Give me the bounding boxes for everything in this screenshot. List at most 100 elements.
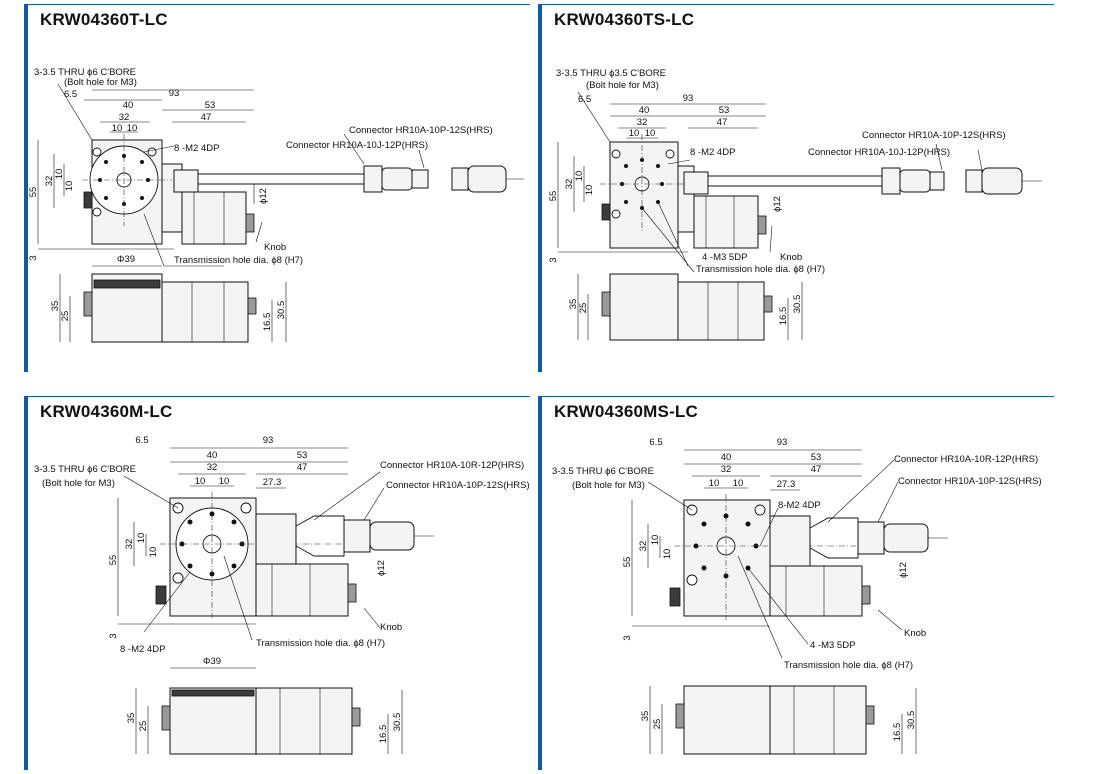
label-m3: 4 -M3 5DP	[702, 252, 747, 263]
label-bore: 3-3.5 THRU ϕ3.5 C'BORE	[556, 68, 666, 79]
dim-16-5: 16.5	[778, 307, 789, 326]
label-bore: 3-3.5 THRU ϕ6 C'BORE	[34, 67, 136, 78]
panel-title: KRW04360M-LC	[40, 402, 173, 421]
dim-25: 25	[652, 719, 663, 730]
dim-3: 3	[622, 635, 633, 640]
dim-40: 40	[123, 100, 134, 111]
dim-v32: 32	[638, 541, 649, 552]
drawing-krw04360ms-lc: 6.5 93 40 53 32 47 10 10 27.3 8-M2 4DP 3…	[552, 437, 1042, 755]
dim-3: 3	[108, 633, 119, 638]
panel-accent-bar	[24, 396, 28, 770]
top-view: 3-3.5 THRU ϕ3.5 C'BORE (Bolt hole for M3…	[548, 68, 1042, 275]
label-knob: Knob	[264, 242, 286, 253]
dim-93: 93	[777, 437, 788, 448]
dim-55: 55	[548, 191, 559, 202]
top-view: 6.5 93 40 53 32 47 10 10 27.3 8-M2 4DP 3…	[552, 437, 1042, 671]
dim-v32: 32	[44, 176, 55, 187]
dim-6-5: 6.5	[578, 94, 591, 105]
panel-top-rule	[538, 4, 1054, 5]
motor-top	[181, 191, 247, 245]
drawing-krw04360ts-lc: 3-3.5 THRU ϕ3.5 C'BORE (Bolt hole for M3…	[548, 68, 1042, 341]
panel-title: KRW04360T-LC	[40, 10, 168, 29]
dim-16-5: 16.5	[892, 723, 903, 742]
dim-phi12: ϕ12	[898, 562, 909, 578]
top-view: 6.5 93 40 53 32 47 10 10 27.3 3-3.5 THRU…	[34, 435, 530, 655]
label-conn1: Connector HR10A-10P-12S(HRS)	[862, 130, 1006, 141]
drawing-krw04360m-lc: 6.5 93 40 53 32 47 10 10 27.3 3-3.5 THRU…	[34, 435, 530, 755]
dim-3: 3	[548, 257, 559, 262]
dim-32: 32	[721, 464, 732, 475]
dim-27-3: 27.3	[777, 479, 796, 490]
dim-phi39: Φ39	[203, 656, 221, 667]
dim-35: 35	[640, 711, 651, 722]
label-conn2: Connector HR10A-10J-12P(HRS)	[286, 140, 428, 151]
dim-53: 53	[719, 105, 730, 116]
dim-40: 40	[639, 105, 650, 116]
dim-10b: 10	[733, 478, 744, 489]
label-m2: 8 -M2 4DP	[120, 644, 165, 655]
label-bolt: (Bolt hole for M3)	[64, 77, 137, 88]
label-m3: 4 -M3 5DP	[810, 640, 855, 651]
panel-top-rule	[24, 396, 530, 397]
dim-93: 93	[683, 93, 694, 104]
dim-47: 47	[297, 462, 308, 473]
label-m2: 8-M2 4DP	[778, 500, 821, 511]
dim-35: 35	[568, 299, 579, 310]
dim-v32: 32	[124, 539, 135, 550]
dim-16-5: 16.5	[262, 313, 273, 332]
dim-53: 53	[811, 452, 822, 463]
panel-top-rule	[538, 396, 1054, 397]
dim-6-5: 6.5	[64, 89, 77, 100]
dim-phi12: ϕ12	[376, 560, 387, 576]
dim-30-5: 30.5	[392, 713, 403, 732]
dim-v10b: 10	[584, 185, 595, 196]
dim-93: 93	[169, 88, 180, 99]
dim-v32: 32	[564, 179, 575, 190]
label-bore: 3-3.5 THRU ϕ6 C'BORE	[34, 464, 136, 475]
dim-phi12: ϕ12	[258, 188, 269, 204]
label-knob: Knob	[780, 252, 802, 263]
dim-30-5: 30.5	[276, 301, 287, 320]
dim-v10b: 10	[662, 549, 673, 560]
dim-10b: 10	[219, 476, 230, 487]
dim-25: 25	[138, 721, 149, 732]
dim-47: 47	[201, 112, 212, 123]
label-conn2: Connector HR10A-10J-12P(HRS)	[808, 147, 950, 158]
dim-32: 32	[119, 112, 130, 123]
dim-6-5: 6.5	[649, 437, 662, 448]
label-bolt: (Bolt hole for M3)	[572, 480, 645, 491]
panel-krw04360ts-lc: KRW04360TS-LC	[538, 4, 1054, 372]
dim-93: 93	[263, 435, 274, 446]
dim-30-5: 30.5	[792, 295, 803, 314]
label-knob: Knob	[380, 622, 402, 633]
dim-6-5: 6.5	[135, 435, 148, 446]
dim-27-3: 27.3	[263, 477, 282, 488]
dim-55: 55	[28, 187, 39, 198]
side-view: Φ39 35 25 16.5 30.5	[126, 656, 403, 755]
panel-top-rule	[24, 4, 530, 5]
dim-32: 32	[637, 117, 648, 128]
panel-accent-bar	[538, 4, 542, 372]
label-conn1: Connector HR10A-10R-12P(HRS)	[894, 454, 1038, 465]
panel-title: KRW04360TS-LC	[554, 10, 695, 29]
dim-35: 35	[126, 713, 137, 724]
top-view: 3-3.5 THRU ϕ6 C'BORE (Bolt hole for M3) …	[28, 67, 524, 267]
panel-krw04360m-lc: KRW04360M-LC	[24, 396, 530, 770]
label-trans: Transmission hole dia. ϕ8 (H7)	[256, 638, 385, 649]
dim-v10a: 10	[54, 169, 65, 180]
dim-53: 53	[205, 100, 216, 111]
dim-25: 25	[60, 311, 71, 322]
label-conn1: Connector HR10A-10R-12P(HRS)	[380, 460, 524, 471]
dim-16-5: 16.5	[378, 725, 389, 744]
dim-3: 3	[28, 255, 39, 260]
dim-47: 47	[717, 117, 728, 128]
label-m2: 8 -M2 4DP	[690, 147, 735, 158]
dim-phi39: Φ39	[117, 254, 135, 265]
label-trans: Transmission hole dia. ϕ8 (H7)	[174, 255, 303, 266]
label-bore: 3-3.5 THRU ϕ6 C'BORE	[552, 466, 654, 477]
dim-47: 47	[811, 464, 822, 475]
dim-v10b: 10	[64, 181, 75, 192]
dim-10b: 10	[127, 123, 138, 134]
side-view: Φ39 35 25 16.5 30.5	[50, 254, 287, 343]
dim-55: 55	[108, 555, 119, 566]
